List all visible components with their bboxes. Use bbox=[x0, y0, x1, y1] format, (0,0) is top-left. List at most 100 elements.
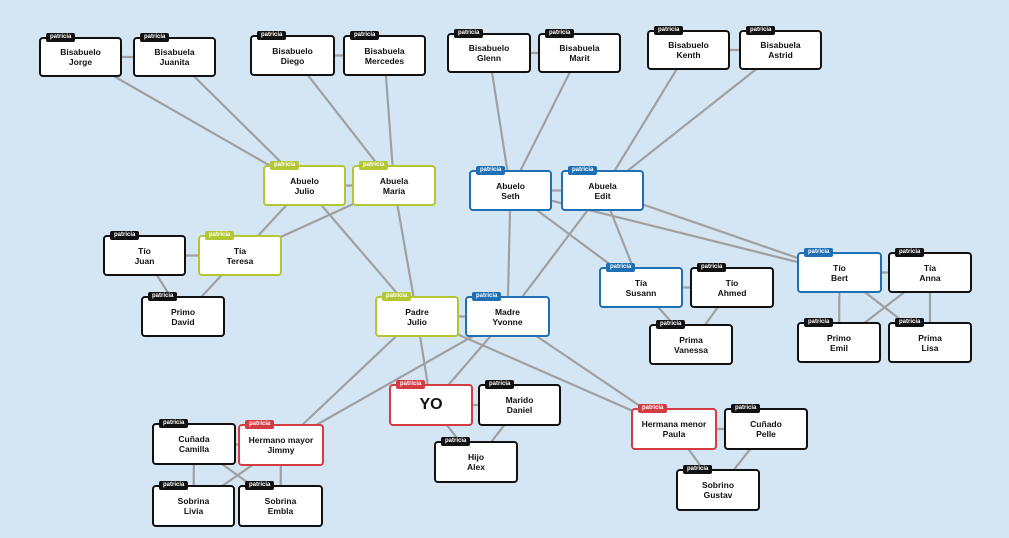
edge-madre-yvonne-hermano-jimmy bbox=[280, 315, 509, 446]
node-abuela-edit[interactable]: patricia Abuela Edit bbox=[561, 166, 644, 211]
node-tag: patricia bbox=[350, 31, 380, 40]
node-tag: patricia bbox=[46, 33, 76, 42]
node-sobrina-livia[interactable]: patricia Sobrina Livia bbox=[152, 481, 235, 527]
edge-bisabuelo-glenn-abuelo-seth bbox=[487, 52, 512, 191]
node-bisabuelo-diego[interactable]: patricia Bisabuelo Diego bbox=[250, 31, 335, 76]
node-relation: Padre bbox=[405, 306, 429, 317]
node-yo[interactable]: patricia YO bbox=[389, 380, 473, 426]
node-person-name: Vanessa bbox=[673, 344, 709, 355]
node-tia-teresa[interactable]: patricia Tía Teresa bbox=[198, 231, 282, 276]
node-bisabuela-juanita[interactable]: patricia Bisabuela Juanita bbox=[133, 33, 216, 77]
node-tag: patricia bbox=[472, 292, 502, 301]
node-bisabuela-mercedes[interactable]: patricia Bisabuela Mercedes bbox=[343, 31, 426, 76]
node-relation: Sobrina bbox=[177, 496, 210, 506]
edge-abuela-edit-madre-yvonne bbox=[506, 189, 604, 318]
node-prima-lisa[interactable]: patricia Prima Lisa bbox=[888, 318, 972, 363]
node-tag: patricia bbox=[270, 161, 300, 170]
node-relation: Tía bbox=[233, 245, 247, 256]
node-tag: patricia bbox=[245, 481, 275, 490]
node-tag: patricia bbox=[110, 231, 140, 240]
node-person-name: Juan bbox=[134, 255, 155, 266]
node-relation: Cuñada bbox=[178, 434, 210, 444]
node-relation: Prima bbox=[679, 334, 703, 345]
node-bisabuelo-glenn[interactable]: patricia Bisabuelo Glenn bbox=[447, 29, 531, 73]
node-hijo-alex[interactable]: patricia Hijo Alex bbox=[434, 437, 518, 483]
node-person-name: Teresa bbox=[226, 255, 254, 266]
node-tio-juan[interactable]: patricia Tío Juan bbox=[103, 231, 186, 276]
node-tag: patricia bbox=[804, 248, 834, 257]
node-person-name: Embla bbox=[267, 506, 294, 516]
node-madre-yvonne[interactable]: patricia Madre Yvonne bbox=[465, 292, 550, 337]
node-tio-bert[interactable]: patricia Tío Bert bbox=[797, 248, 882, 293]
node-padre-julio[interactable]: patricia Padre Julio bbox=[375, 292, 459, 337]
node-tag: patricia bbox=[454, 29, 484, 38]
node-relation: Bisabuelo bbox=[468, 43, 510, 53]
node-relation: Primo bbox=[170, 306, 196, 317]
node-relation: Marido bbox=[505, 395, 534, 405]
node-relation: Sobrino bbox=[701, 480, 735, 490]
node-tia-anna[interactable]: patricia Tía Anna bbox=[888, 248, 972, 293]
node-sobrina-embla[interactable]: patricia Sobrina Embla bbox=[238, 481, 323, 527]
node-tag: patricia bbox=[205, 231, 235, 240]
node-tag: patricia bbox=[731, 404, 761, 413]
node-hermana-paula[interactable]: patricia Hermana menor Paula bbox=[631, 404, 717, 450]
node-tag: patricia bbox=[441, 437, 471, 446]
node-person-name: Camilla bbox=[178, 444, 210, 454]
node-person-name: Alex bbox=[467, 462, 485, 472]
node-cunada-camilla[interactable]: patricia Cuñada Camilla bbox=[152, 419, 236, 465]
node-tag: patricia bbox=[606, 263, 636, 272]
node-relation: Prima bbox=[918, 332, 942, 343]
node-relation: Bisabuela bbox=[559, 43, 600, 53]
node-relation: Bisabuela bbox=[760, 40, 801, 50]
node-relation: Hijo bbox=[467, 452, 485, 462]
node-bisabuela-marit[interactable]: patricia Bisabuela Marit bbox=[538, 29, 621, 73]
node-person-name: Susann bbox=[625, 287, 657, 298]
edge-bisabuela-marit-abuelo-seth bbox=[509, 52, 581, 191]
edge-padre-julio-hermano-jimmy bbox=[280, 315, 418, 446]
node-bisabuela-astrid[interactable]: patricia Bisabuela Astrid bbox=[739, 26, 822, 70]
edge-abuelo-seth-madre-yvonne bbox=[506, 190, 512, 317]
node-tag: patricia bbox=[697, 263, 727, 272]
node-relation: Abuelo bbox=[496, 180, 525, 191]
node-person-name: Marit bbox=[569, 53, 590, 63]
node-person-name: Juanita bbox=[159, 57, 190, 67]
node-tio-ahmed[interactable]: patricia Tío Ahmed bbox=[690, 263, 774, 308]
node-primo-david[interactable]: patricia Primo David bbox=[141, 292, 225, 337]
node-tag: patricia bbox=[148, 292, 178, 301]
node-person-name: Pelle bbox=[756, 429, 776, 439]
node-abuelo-seth[interactable]: patricia Abuelo Seth bbox=[469, 166, 552, 211]
node-relation: Tío bbox=[725, 277, 739, 288]
node-prima-vanessa[interactable]: patricia Prima Vanessa bbox=[649, 320, 733, 365]
node-tag: patricia bbox=[656, 320, 686, 329]
node-bisabuelo-kenth[interactable]: patricia Bisabuelo Kenth bbox=[647, 26, 730, 70]
node-relation: Tío bbox=[833, 262, 846, 273]
node-person-name: Julio bbox=[294, 185, 315, 196]
node-hermano-jimmy[interactable]: patricia Hermano mayor Jimmy bbox=[238, 420, 324, 466]
node-bisabuelo-jorge[interactable]: patricia Bisabuelo Jorge bbox=[39, 33, 122, 77]
node-person-name: Mercedes bbox=[364, 55, 405, 66]
node-tag: patricia bbox=[245, 420, 275, 429]
node-abuelo-julio[interactable]: patricia Abuelo Julio bbox=[263, 161, 346, 206]
node-cunado-pelle[interactable]: patricia Cuñado Pelle bbox=[724, 404, 808, 450]
node-tag: patricia bbox=[359, 161, 389, 170]
node-relation: Cuñado bbox=[750, 419, 782, 429]
node-person-name: Anna bbox=[919, 272, 941, 283]
node-relation: Tía bbox=[923, 262, 937, 273]
node-relation: Bisabuelo bbox=[668, 40, 709, 50]
node-person-name: Seth bbox=[501, 190, 520, 201]
node-tag: patricia bbox=[895, 318, 925, 327]
node-relation: Bisabuelo bbox=[272, 45, 313, 56]
node-person-name: Jorge bbox=[68, 57, 93, 67]
node-relation: Tío bbox=[138, 245, 151, 256]
node-tag: patricia bbox=[568, 166, 598, 175]
node-abuela-maria[interactable]: patricia Abuela María bbox=[352, 161, 436, 206]
node-person-name: Livia bbox=[183, 506, 204, 516]
edge-abuela-maria-padre-julio bbox=[392, 185, 419, 317]
node-sobrino-gustav[interactable]: patricia Sobrino Gustav bbox=[676, 465, 760, 511]
node-marido-daniel[interactable]: patricia Marido Daniel bbox=[478, 380, 561, 426]
node-tia-susann[interactable]: patricia Tía Susann bbox=[599, 263, 683, 308]
node-primo-emil[interactable]: patricia Primo Emil bbox=[797, 318, 881, 363]
node-person-name: Daniel bbox=[506, 405, 533, 415]
node-relation: YO bbox=[419, 396, 443, 413]
